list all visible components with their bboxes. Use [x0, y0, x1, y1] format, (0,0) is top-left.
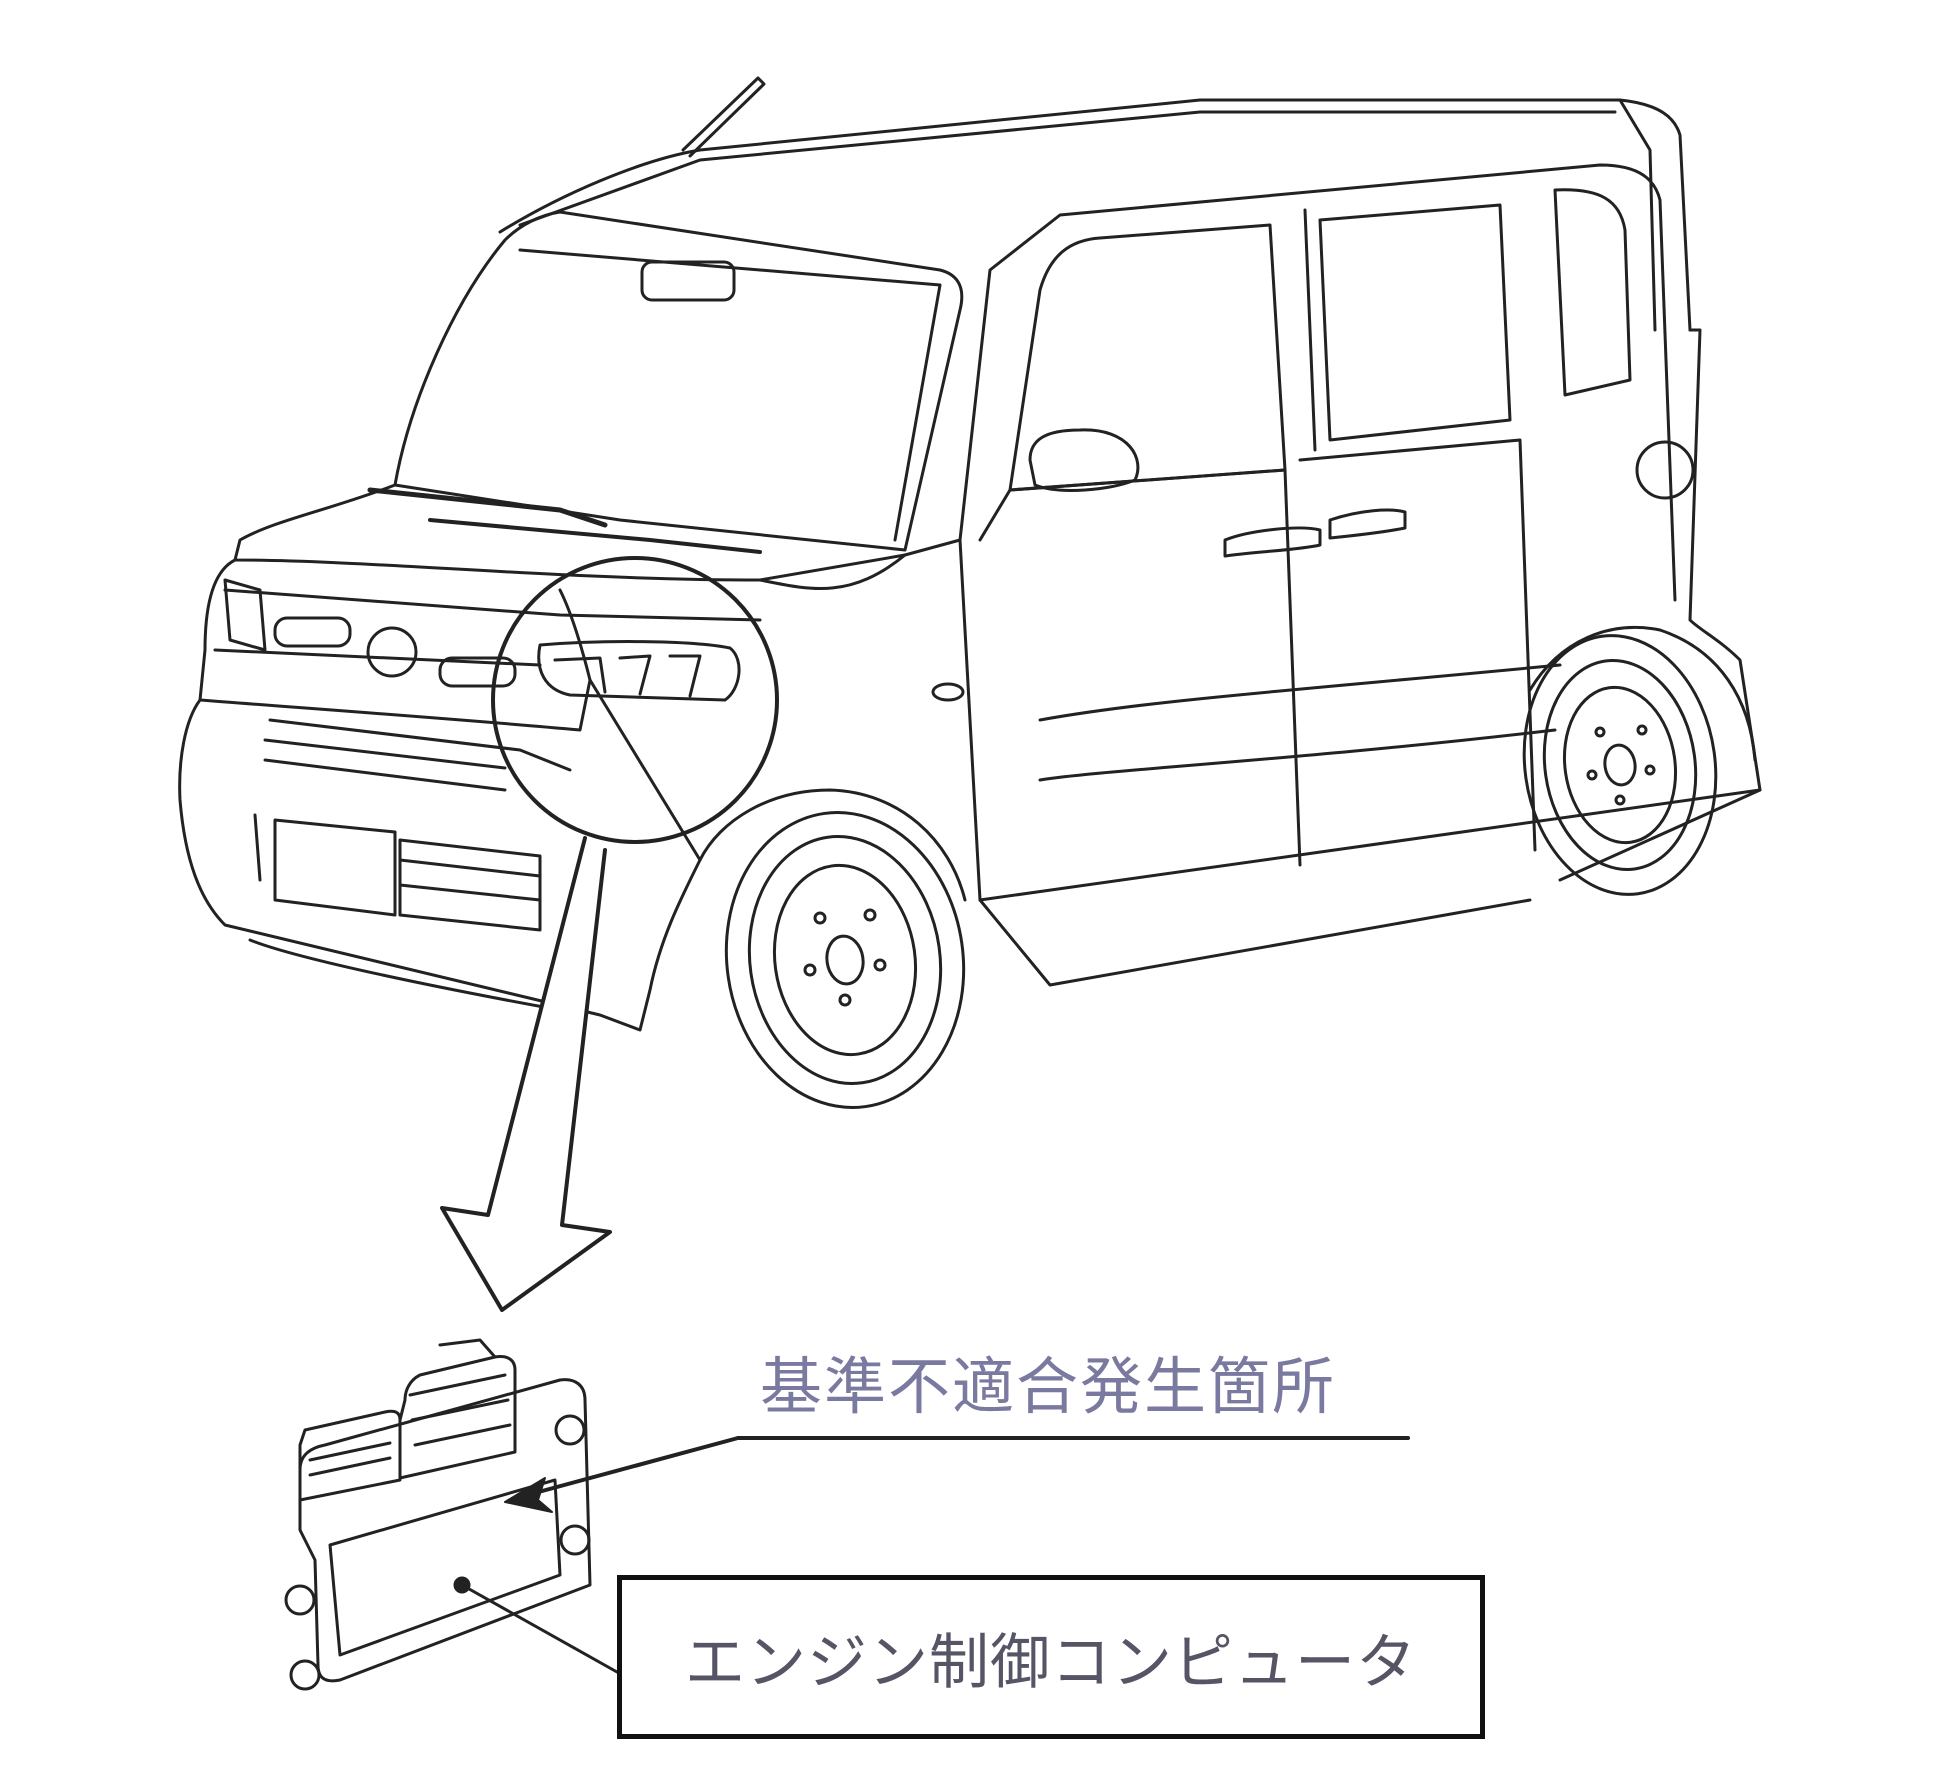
rear-wheel — [1522, 634, 1718, 896]
ecu-body — [298, 1378, 592, 1683]
car-roof — [498, 98, 1692, 332]
antenna — [681, 76, 766, 158]
wiper-blade — [367, 487, 608, 528]
component-name-box: エンジン制御コンピュータ — [617, 1575, 1485, 1739]
body-side — [903, 328, 1762, 902]
nonconformity-location-label: 基準不適合発生箇所 — [760, 1350, 1337, 1423]
quarter-window — [1553, 188, 1632, 397]
front-bumper — [178, 698, 702, 1032]
side-mirror — [1028, 428, 1140, 492]
door-handle-front — [1223, 526, 1322, 558]
rear-door-window — [1318, 203, 1512, 442]
fuel-cap — [1635, 440, 1695, 500]
sliding-door-line — [1298, 438, 1537, 852]
license-plate-area — [273, 818, 397, 917]
car-illustration — [178, 76, 1762, 1109]
grille-slot-right — [438, 656, 517, 688]
ecu-mount-hole — [284, 1584, 316, 1616]
car-hood — [233, 483, 907, 582]
heading-arrowhead — [504, 1477, 553, 1513]
front-fender — [758, 553, 907, 590]
headlight-left — [223, 578, 267, 652]
ecu-illustration — [284, 1338, 592, 1691]
callout-arrow — [440, 836, 612, 1312]
car-front-face — [198, 558, 592, 732]
door-handle-rear — [1328, 508, 1407, 540]
rearview-mirror — [640, 260, 736, 302]
heading-leader-line — [518, 1436, 740, 1499]
side-marker — [931, 682, 965, 702]
component-name-label: エンジン制御コンピュータ — [685, 1627, 1417, 1698]
ecu-connector-right — [398, 1355, 517, 1480]
grille-slot-left — [273, 616, 352, 648]
component-leader-line — [460, 1583, 619, 1674]
front-door-window — [1008, 223, 1287, 492]
front-wheel — [724, 811, 966, 1109]
ecu-connector-left — [298, 1409, 402, 1502]
headlight-right — [537, 640, 741, 702]
emblem — [366, 626, 418, 678]
callout-circle — [491, 556, 779, 844]
front-door-line — [978, 468, 1302, 867]
windshield — [393, 210, 964, 552]
